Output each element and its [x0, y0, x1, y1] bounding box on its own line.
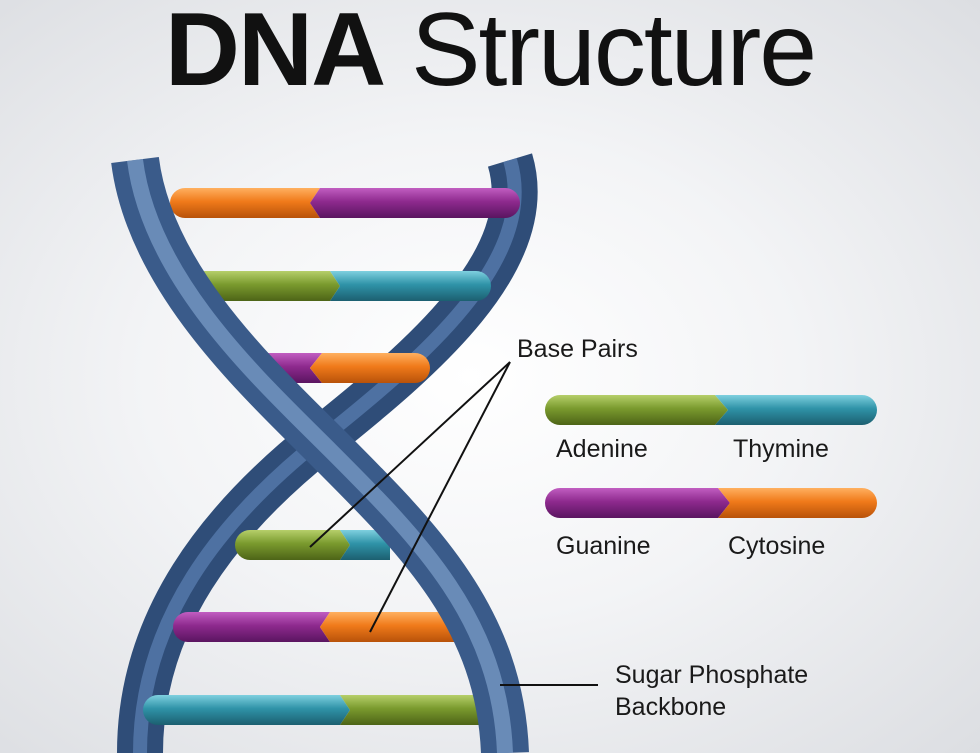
- base-pair-5: [173, 612, 455, 642]
- title-bold: DNA: [164, 0, 386, 108]
- page-title: DNA Structure: [0, 0, 980, 110]
- legend-label-adenine: Adenine: [556, 435, 648, 463]
- title-rest: Structure: [411, 0, 817, 108]
- legend-label-cytosine: Cytosine: [728, 532, 826, 560]
- label-backbone-line2: Backbone: [615, 693, 727, 721]
- base-pair-1: [170, 188, 520, 218]
- legend-bar-guanine-cytosine: [545, 488, 877, 518]
- base-pair-6: [143, 695, 480, 725]
- legend-label-guanine: Guanine: [556, 532, 651, 560]
- pointer-base-pair-a: [309, 361, 511, 548]
- label-backbone: Sugar Phosphate Backbone: [615, 659, 808, 723]
- backbone-strand-front: [111, 156, 529, 753]
- base-pair-2: [190, 271, 491, 301]
- backbone-strand-front-highlight: [127, 159, 513, 753]
- legend-label-thymine: Thymine: [733, 435, 829, 463]
- label-backbone-line1: Sugar Phosphate: [615, 661, 809, 689]
- legend-bar-adenine-thymine: [545, 395, 877, 425]
- label-base-pairs: Base Pairs: [517, 335, 638, 363]
- pointer-base-pair-b: [369, 361, 511, 633]
